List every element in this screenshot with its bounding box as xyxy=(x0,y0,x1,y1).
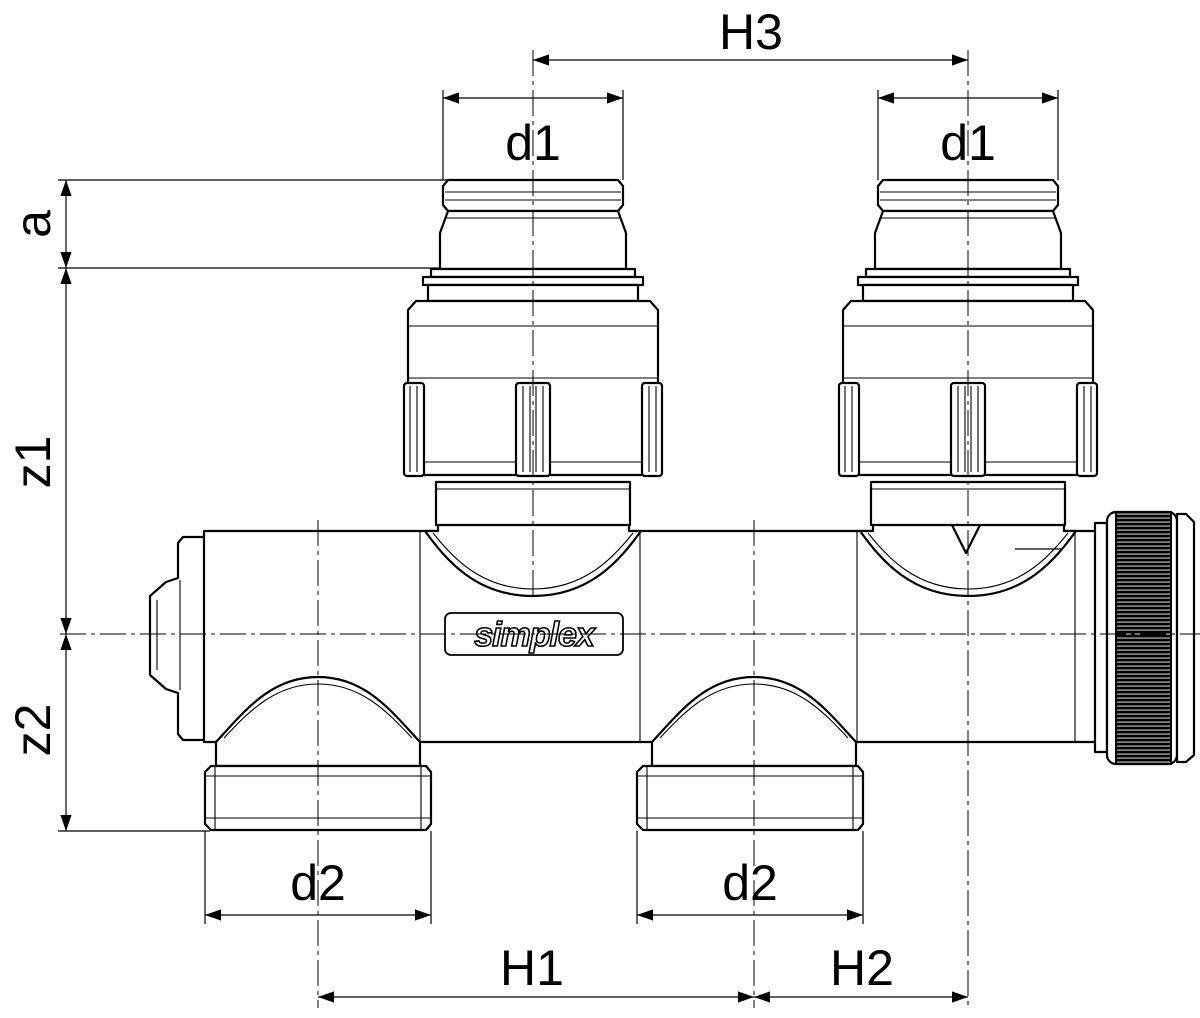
dim-label-d1-left: d1 xyxy=(505,115,561,171)
svg-text:simplex: simplex xyxy=(474,616,597,654)
dim-label-d2-left: d2 xyxy=(290,855,346,911)
dim-label-h1: H1 xyxy=(500,940,564,996)
dim-label-d1-right: d1 xyxy=(940,115,996,171)
dim-label-h3: H3 xyxy=(719,4,783,60)
dim-label-z2: z2 xyxy=(5,704,61,757)
dim-label-a: a xyxy=(5,210,61,238)
dim-label-z1: z1 xyxy=(5,436,61,489)
dim-label-d2-right: d2 xyxy=(722,855,778,911)
dim-label-h2: H2 xyxy=(830,940,894,996)
